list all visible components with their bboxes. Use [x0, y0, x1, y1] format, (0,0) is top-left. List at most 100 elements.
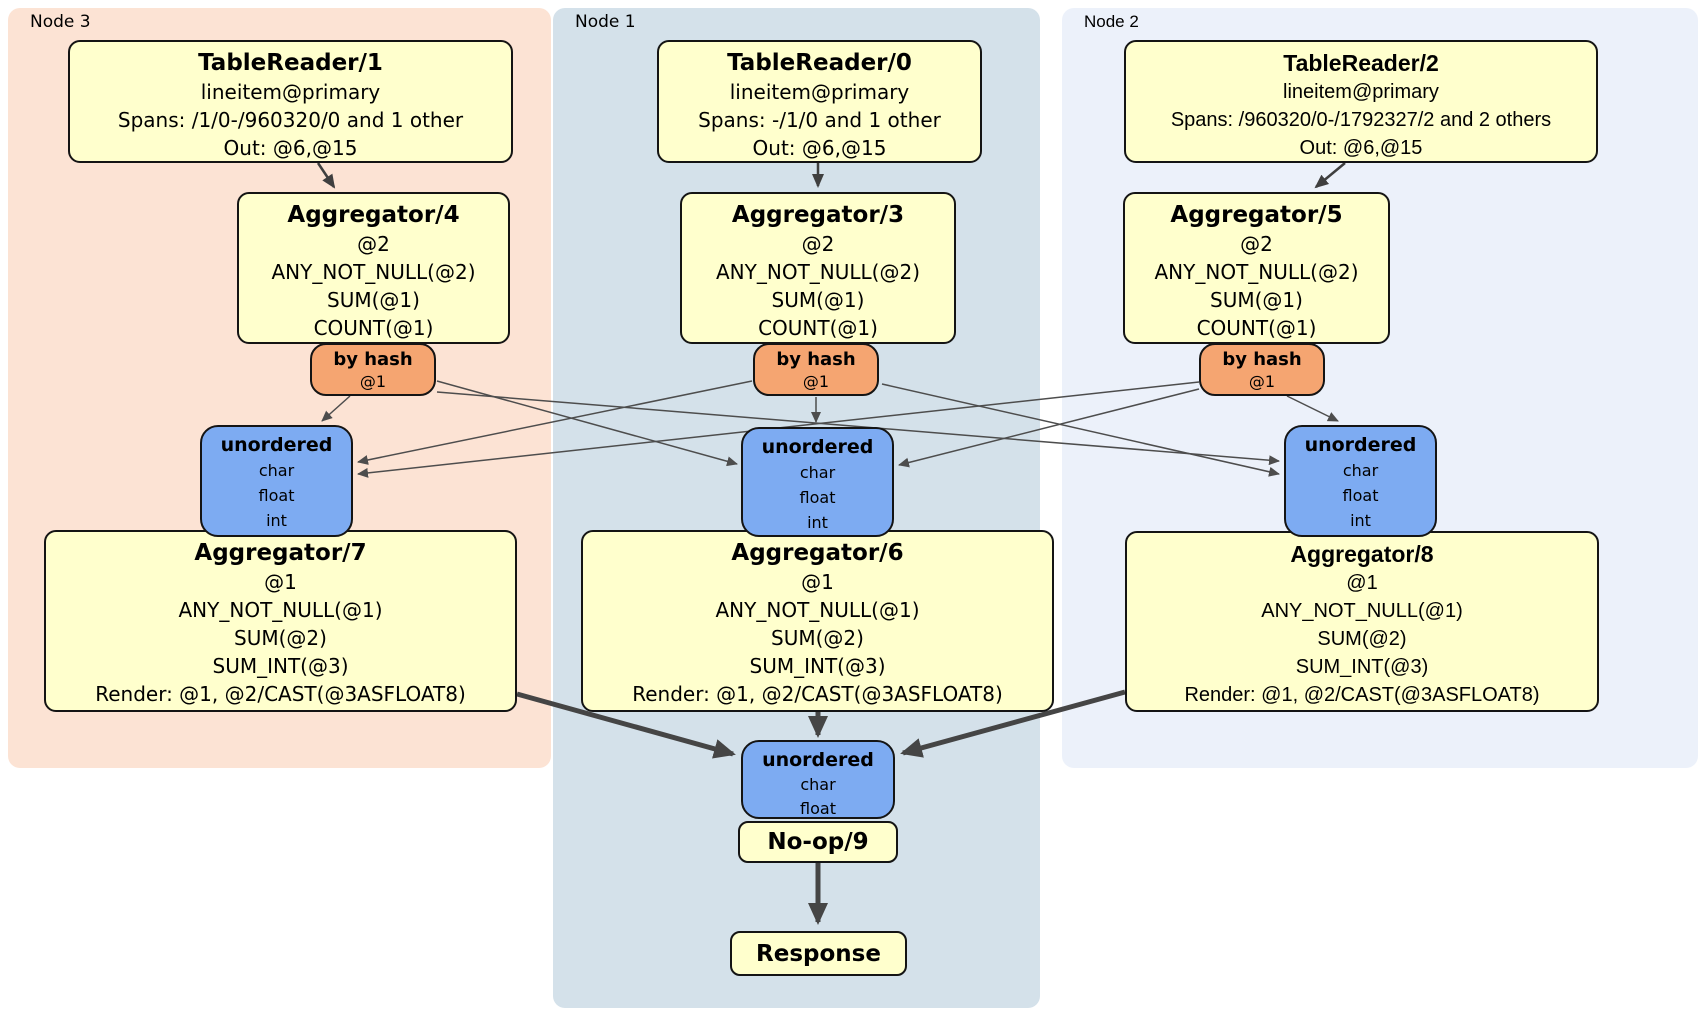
agg-fn: SUM(@1) [771, 288, 865, 312]
processor-out: Out: @6,@15 [223, 136, 358, 160]
agg-fn: COUNT(@1) [313, 316, 434, 340]
noop-box: No-op/9 [738, 821, 898, 863]
agg-group-cols: @2 [357, 232, 390, 256]
edge-hash2-sync2 [1286, 395, 1339, 422]
aggregator-5-box: Aggregator/5 @2 ANY_NOT_NULL(@2) SUM(@1)… [1123, 192, 1390, 344]
router-key: @1 [802, 372, 830, 391]
processor-title: TableReader/2 [1283, 50, 1439, 76]
agg-fn: SUM(@2) [771, 626, 864, 650]
router-title: by hash [333, 349, 413, 370]
hash-router-node3: by hash @1 [310, 343, 436, 396]
aggregator-7-box: Aggregator/7 @1 ANY_NOT_NULL(@1) SUM(@2)… [44, 530, 517, 712]
agg-fn: SUM(@1) [327, 288, 420, 312]
sync-type: float [258, 486, 295, 505]
agg-fn: ANY_NOT_NULL(@2) [716, 260, 920, 284]
agg-render: Render: @1, @2/CAST(@3ASFLOAT8) [1184, 684, 1540, 706]
processor-index: lineitem@primary [1283, 81, 1439, 103]
processor-out: Out: @6,@15 [752, 136, 887, 160]
router-title: by hash [1222, 349, 1302, 370]
sync-type: char [1342, 461, 1379, 480]
edge-hash3-sync3 [321, 395, 351, 422]
unordered-sync-node2: unordered char float int [1284, 425, 1437, 537]
router-key: @1 [1248, 372, 1276, 391]
hash-router-node2: by hash @1 [1199, 343, 1325, 396]
agg-group-cols: @2 [801, 232, 835, 256]
unordered-sync-node3: unordered char float int [200, 425, 353, 537]
agg-fn: ANY_NOT_NULL(@1) [1261, 600, 1463, 622]
sync-type: char [258, 461, 295, 480]
unordered-sync-node1: unordered char float int [741, 427, 894, 537]
processor-title: Aggregator/8 [1290, 541, 1434, 567]
agg-group-cols: @1 [1346, 572, 1378, 594]
agg-fn: SUM(@2) [1317, 628, 1407, 650]
edge-agg8-finalsync [900, 689, 1126, 758]
processor-title: Aggregator/4 [287, 202, 460, 228]
agg-fn: ANY_NOT_NULL(@1) [715, 598, 920, 622]
reader-edges [316, 162, 1346, 189]
agg-fn: ANY_NOT_NULL(@2) [1154, 260, 1359, 284]
agg-fn: SUM(@2) [234, 626, 327, 650]
edge-hash1-sync2 [881, 383, 1280, 477]
edge-tr2-agg5 [1314, 162, 1346, 189]
noop-label: No-op/9 [767, 829, 869, 855]
agg-fn: SUM(@1) [1210, 288, 1303, 312]
node-1-label: Node 1 [575, 12, 636, 32]
node-3-label: Node 3 [30, 12, 91, 32]
node-2-label: Node 2 [1084, 12, 1139, 31]
processor-index: lineitem@primary [200, 80, 381, 104]
agg-fn: SUM_INT(@3) [749, 654, 886, 678]
response-label: Response [756, 940, 881, 967]
sync-type: float [799, 488, 836, 507]
aggregator-3-box: Aggregator/3 @2 ANY_NOT_NULL(@2) SUM(@1)… [680, 192, 956, 344]
tablereader-2-box: TableReader/2 lineitem@primary Spans: /9… [1124, 40, 1598, 163]
agg-render: Render: @1, @2/CAST(@3ASFLOAT8) [632, 682, 1003, 706]
sync-title: unordered [761, 436, 874, 458]
agg-fn: ANY_NOT_NULL(@2) [271, 260, 476, 284]
sync-type: int [807, 513, 828, 532]
edge-hash3-sync2 [436, 391, 1280, 466]
agg-fn: SUM_INT(@3) [1295, 656, 1429, 678]
sync-type: char [800, 775, 836, 794]
edge-hash3-sync1 [436, 380, 738, 467]
sync-type: char [799, 463, 836, 482]
tablereader-0-box: TableReader/0 lineitem@primary Spans: -/… [657, 40, 982, 163]
processor-spans: Spans: /960320/0-/1792327/2 and 2 others [1170, 109, 1552, 131]
edge-tr1-agg4 [316, 162, 336, 189]
processor-out: Out: @6,@15 [1299, 137, 1423, 159]
sync-title: unordered [762, 749, 874, 771]
agg-group-cols: @2 [1240, 232, 1273, 256]
processor-title: Aggregator/5 [1170, 202, 1343, 228]
processor-title: Aggregator/6 [731, 540, 904, 566]
processor-title: TableReader/1 [198, 50, 383, 76]
tablereader-1-box: TableReader/1 lineitem@primary Spans: /1… [68, 40, 513, 163]
agg-group-cols: @1 [801, 570, 834, 594]
agg-group-cols: @1 [264, 570, 297, 594]
router-key: @1 [359, 372, 387, 391]
hash-router-node1: by hash @1 [753, 343, 879, 396]
processor-title: TableReader/0 [727, 50, 912, 76]
response-box: Response [730, 931, 907, 976]
processor-title: Aggregator/3 [731, 202, 905, 228]
sync-type: float [1342, 486, 1379, 505]
edge-hash2-sync1 [898, 388, 1200, 468]
sync-title: unordered [220, 434, 333, 456]
edge-agg7-finalsync [516, 691, 736, 759]
processor-index: lineitem@primary [729, 80, 910, 104]
edge-hash1-sync3 [357, 380, 753, 465]
sync-type: float [800, 799, 836, 818]
agg-fn: COUNT(@1) [758, 316, 878, 340]
agg-fn: ANY_NOT_NULL(@1) [178, 598, 383, 622]
sync-type: int [266, 511, 287, 530]
sync-type: int [1350, 511, 1371, 530]
router-title: by hash [776, 349, 856, 370]
agg-fn: COUNT(@1) [1196, 316, 1317, 340]
final-unordered-sync: unordered char float [741, 740, 895, 819]
processor-spans: Spans: /1/0-/960320/0 and 1 other [117, 108, 464, 132]
processor-title: Aggregator/7 [194, 540, 367, 566]
sync-title: unordered [1304, 434, 1417, 456]
aggregator-4-box: Aggregator/4 @2 ANY_NOT_NULL(@2) SUM(@1)… [237, 192, 510, 344]
final-edges [516, 689, 1126, 925]
aggregator-6-box: Aggregator/6 @1 ANY_NOT_NULL(@1) SUM(@2)… [581, 530, 1054, 712]
